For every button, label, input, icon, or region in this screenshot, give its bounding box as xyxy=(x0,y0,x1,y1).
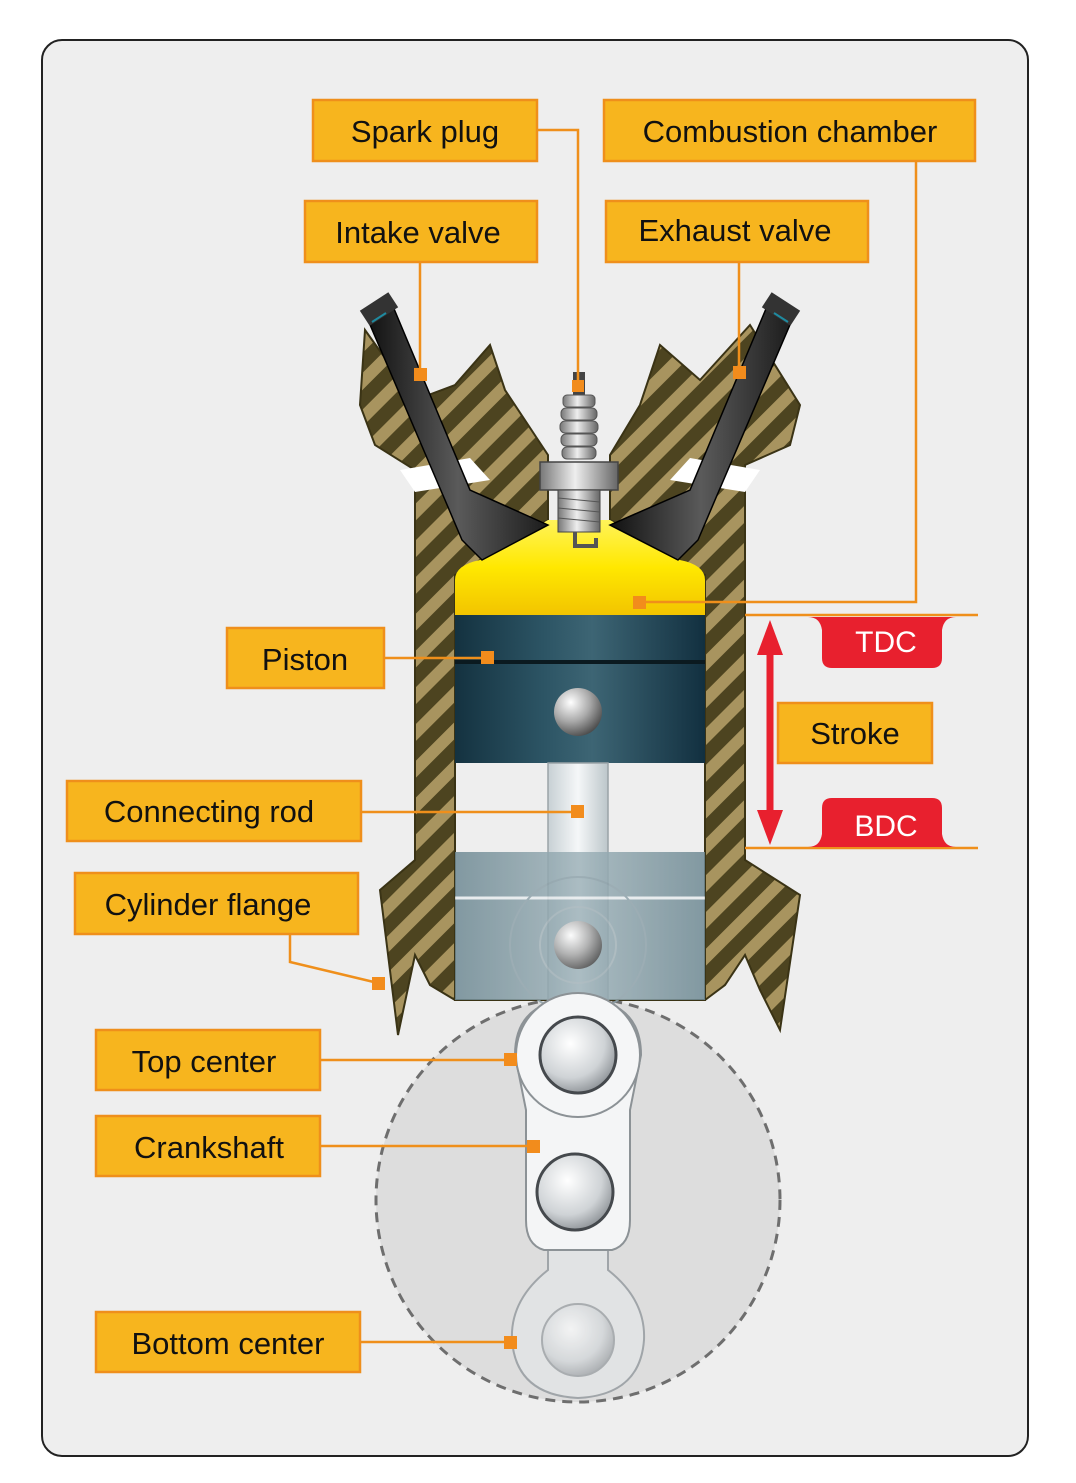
marker-spark-plug xyxy=(572,380,584,392)
marker-cylinder-flange xyxy=(372,977,385,990)
spark-plug-shape xyxy=(539,372,619,548)
label-cylinder-flange: Cylinder flange xyxy=(73,871,360,936)
label-spark-plug: Spark plug xyxy=(311,98,539,163)
tdc-text: TDC xyxy=(855,626,917,659)
combustion-chamber-shape xyxy=(455,520,705,615)
label-combustion-chamber: Combustion chamber xyxy=(602,98,977,163)
label-exhaust-valve-text: Exhaust valve xyxy=(639,213,832,248)
leader-combustion-chamber xyxy=(640,162,918,604)
label-intake-valve: Intake valve xyxy=(303,199,539,264)
label-spark-plug-text: Spark plug xyxy=(351,114,499,149)
label-top-center: Top center xyxy=(94,1028,322,1092)
marker-piston xyxy=(481,651,494,664)
label-combustion-chamber-text: Combustion chamber xyxy=(643,114,938,149)
label-cylinder-flange-text: Cylinder flange xyxy=(105,887,312,922)
piston-shape xyxy=(455,615,705,763)
label-bottom-center: Bottom center xyxy=(94,1310,362,1374)
marker-bottom-center xyxy=(504,1336,517,1349)
exhaust-valve-shape xyxy=(608,292,801,561)
leader-spark-plug xyxy=(537,128,580,384)
ghost-piston xyxy=(455,852,705,1014)
label-top-center-text: Top center xyxy=(132,1044,277,1079)
intake-valve-shape xyxy=(359,292,550,561)
crankshaft-shape xyxy=(513,992,643,1251)
stroke-indicator xyxy=(745,613,978,850)
label-stroke: Stroke xyxy=(776,701,934,765)
label-connecting-rod-text: Connecting rod xyxy=(104,794,314,829)
label-connecting-rod: Connecting rod xyxy=(65,779,363,843)
label-piston-text: Piston xyxy=(262,642,348,677)
marker-intake-valve xyxy=(414,368,427,381)
label-bottom-center-text: Bottom center xyxy=(132,1326,325,1361)
label-piston: Piston xyxy=(225,626,386,690)
bdc-text: BDC xyxy=(854,810,917,843)
marker-crankshaft xyxy=(527,1140,540,1153)
marker-connecting-rod xyxy=(571,805,584,818)
leader-markers xyxy=(372,366,746,1349)
leader-cylinder-flange xyxy=(288,934,379,985)
marker-combustion-chamber xyxy=(633,596,646,609)
label-intake-valve-text: Intake valve xyxy=(335,215,500,250)
tdc-tag: TDC xyxy=(808,617,956,668)
bdc-tag: BDC xyxy=(808,798,956,847)
leader-lines xyxy=(288,128,918,1344)
label-stroke-text: Stroke xyxy=(810,716,900,751)
marker-top-center xyxy=(504,1053,517,1066)
label-exhaust-valve: Exhaust valve xyxy=(604,199,870,264)
label-crankshaft: Crankshaft xyxy=(94,1114,322,1178)
marker-exhaust-valve xyxy=(733,366,746,379)
label-crankshaft-text: Crankshaft xyxy=(134,1130,284,1165)
